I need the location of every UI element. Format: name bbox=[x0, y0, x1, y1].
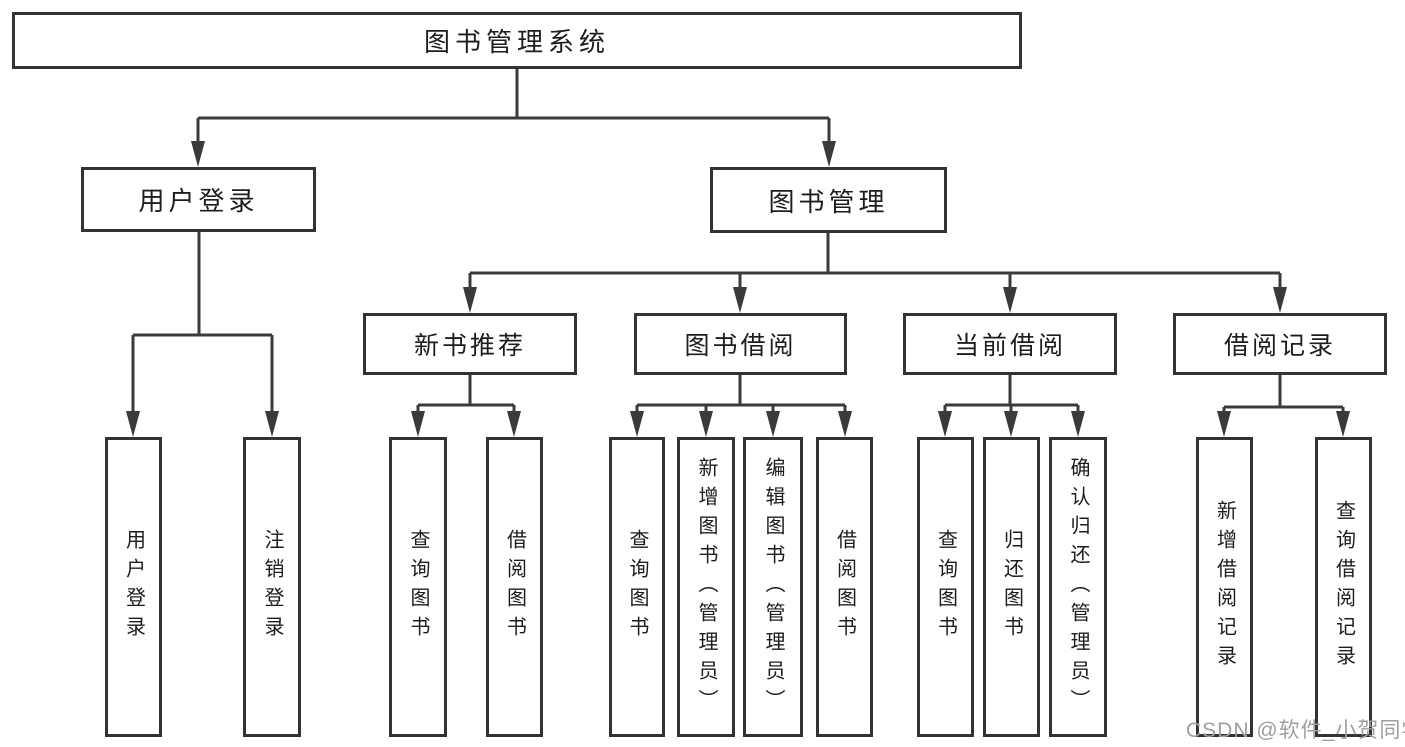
node-user-login: 用户登录 bbox=[81, 167, 316, 232]
leaf-add-borrow-record: 新增借阅记录 bbox=[1196, 437, 1253, 737]
leaf-borrow-books-1: 借阅图书 bbox=[486, 437, 543, 737]
leaf-label: 新增借阅记录 bbox=[1213, 500, 1236, 674]
node-borrowing-records: 借阅记录 bbox=[1173, 313, 1387, 375]
leaf-user-login: 用户登录 bbox=[105, 437, 162, 737]
leaf-borrow-books-2: 借阅图书 bbox=[816, 437, 873, 737]
leaf-edit-books-admin: 编辑图书（管理员） bbox=[743, 437, 803, 737]
leaf-query-books-2: 查询图书 bbox=[609, 437, 665, 737]
leaf-label: 借阅图书 bbox=[503, 529, 526, 645]
node-book-borrowing: 图书借阅 bbox=[634, 313, 847, 375]
leaf-label: 借阅图书 bbox=[833, 529, 856, 645]
leaf-label: 编辑图书（管理员） bbox=[762, 456, 784, 718]
leaf-query-borrow-record: 查询借阅记录 bbox=[1315, 437, 1372, 737]
node-label: 借阅记录 bbox=[1223, 332, 1336, 360]
leaf-label: 归还图书 bbox=[1000, 529, 1023, 645]
leaf-label: 注销登录 bbox=[261, 529, 283, 645]
leaf-label: 确认归还（管理员） bbox=[1067, 456, 1089, 718]
leaf-logout: 注销登录 bbox=[243, 437, 301, 737]
node-current-borrowing: 当前借阅 bbox=[903, 313, 1117, 375]
leaf-label: 查询图书 bbox=[626, 529, 648, 645]
node-book-management: 图书管理 bbox=[710, 167, 947, 233]
node-label: 新书推荐 bbox=[413, 332, 526, 360]
leaf-confirm-return-admin: 确认归还（管理员） bbox=[1049, 437, 1107, 737]
node-label: 图书管理 bbox=[768, 186, 889, 217]
leaf-query-books-1: 查询图书 bbox=[389, 437, 447, 737]
leaf-add-books-admin: 新增图书（管理员） bbox=[677, 437, 735, 737]
arrowheads bbox=[126, 141, 1350, 437]
leaf-label: 新增图书（管理员） bbox=[695, 456, 717, 718]
leaf-label: 用户登录 bbox=[122, 529, 145, 645]
leaf-return-books: 归还图书 bbox=[983, 437, 1040, 737]
leaf-label: 查询借阅记录 bbox=[1332, 500, 1355, 674]
leaf-query-books-3: 查询图书 bbox=[917, 437, 974, 737]
leaf-label: 查询图书 bbox=[934, 529, 957, 645]
node-label: 图书借阅 bbox=[684, 332, 797, 360]
csdn-watermark: CSDN @软件_小贺同学 bbox=[1186, 719, 1405, 742]
node-label: 用户登录 bbox=[138, 186, 259, 216]
leaf-label: 查询图书 bbox=[407, 529, 429, 645]
node-new-book-recommendation: 新书推荐 bbox=[363, 313, 577, 375]
node-label: 当前借阅 bbox=[953, 332, 1066, 360]
node-library-management-system: 图书管理系统 bbox=[12, 12, 1022, 69]
node-label: 图书管理系统 bbox=[423, 27, 610, 57]
connector-path bbox=[131, 69, 1345, 414]
